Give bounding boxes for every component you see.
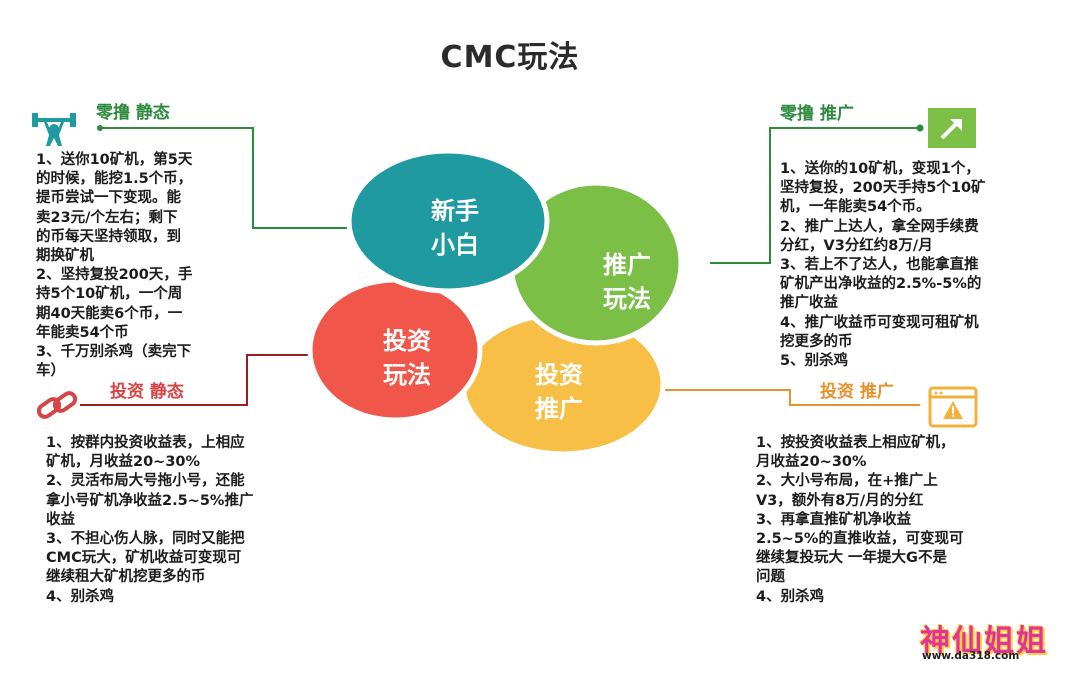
page-title: CMC玩法 [440,40,580,75]
petal-newbie-label: 新手 小白 [431,197,479,259]
watermark-url: www.da318.com [922,650,1020,662]
invest-static-title: 投资 静态 [110,382,184,402]
weightlifter-icon [32,113,76,146]
zero-promo-title: 零撸 推广 [780,104,854,124]
warning-window-icon [928,386,978,428]
invest-promo-title: 投资 推广 [820,382,894,402]
zero-static-text: 1、送你10矿机，第5天 的时候，能挖1.5个币， 提币尝试一下变现。能 卖23… [36,152,193,380]
arrow-up-right-icon [928,108,976,148]
connector-zero-promo [710,127,920,264]
petal-invest-label: 投资 玩法 [383,327,431,389]
connector-zero-static [100,127,360,229]
petal-newbie [346,148,550,294]
petal-promo-label: 推广 玩法 [603,251,651,313]
invest-promo-text: 1、按投资收益表上相应矿机， 月收益20~30% 2、大小号布局，在+推广上 V… [756,435,964,605]
connector-invest-promo [662,389,920,406]
chain-link-icon [36,391,78,419]
connector-invest-static [80,354,318,406]
zero-static-title: 零撸 静态 [96,103,170,123]
invest-static-text: 1、按群内投资收益表，上相应 矿机，月收益20~30% 2、灵活布局大号拖小号，… [46,435,254,605]
zero-promo-text: 1、送你的10矿机，变现1个， 坚持复投，200天手持5个10矿 机，一年能卖5… [780,161,986,370]
petal-invest-promo-label: 投资 推广 [535,361,583,423]
watermark: 神仙姐姐 www.da318.com [920,616,1080,662]
watermark-main: 神仙姐姐 [920,624,1048,659]
